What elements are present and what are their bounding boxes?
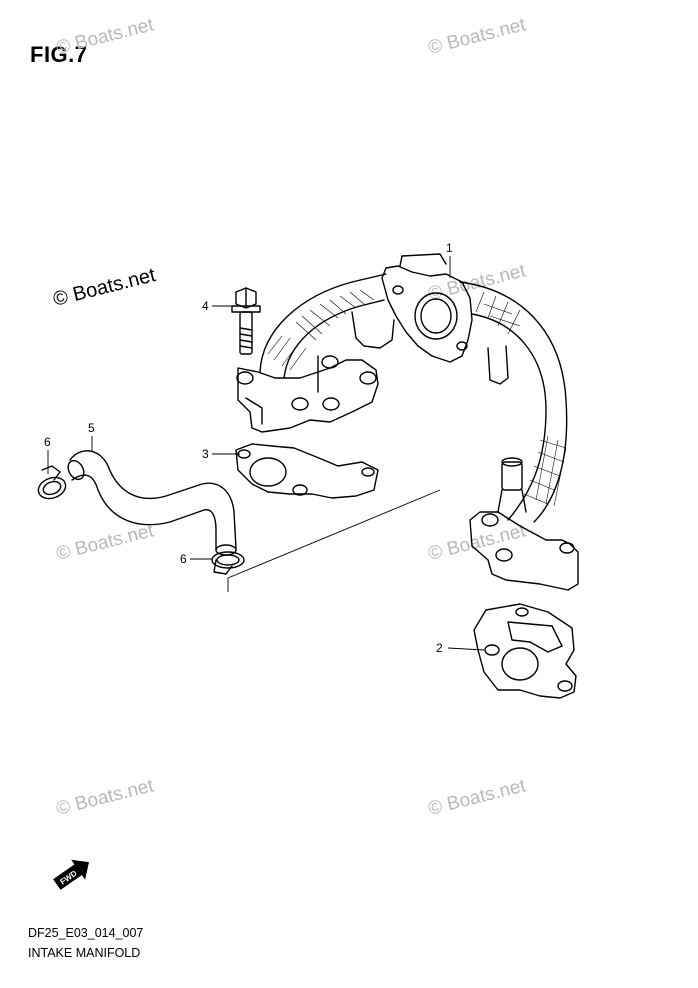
diagram-code: DF25_E03_014_007 <box>28 926 144 940</box>
watermark-center-right: © Boats.net <box>426 520 528 565</box>
callout-label: 1 <box>446 241 453 255</box>
assembly-bracket <box>227 489 441 592</box>
callout-leaders <box>47 256 485 651</box>
clamp-bottom-part <box>211 551 245 575</box>
fwd-arrow-icon: FWD <box>53 859 89 890</box>
callout-label: 6 <box>44 435 51 449</box>
bolt-part <box>231 287 261 355</box>
callout-label: 2 <box>436 641 443 655</box>
clamp-left-part <box>37 465 67 500</box>
manifold-texture <box>267 289 567 507</box>
gasket-upper-part <box>235 443 379 499</box>
watermark-top-left: © Boats.net <box>54 14 156 59</box>
gasket-lower-part <box>473 603 577 699</box>
watermark-main: © Boats.net <box>51 264 158 311</box>
watermark-mid-right: © Boats.net <box>426 260 528 305</box>
callout-label: 4 <box>202 299 209 313</box>
diagram-name: INTAKE MANIFOLD <box>28 946 141 960</box>
callout-label: 3 <box>202 447 209 461</box>
watermark-bottom-left: © Boats.net <box>54 775 156 820</box>
callout-labels: 1 2 3 4 5 6 6 <box>44 241 453 655</box>
intake-manifold-part <box>236 253 579 591</box>
callout-label: 6 <box>180 552 187 566</box>
watermark-top-right: © Boats.net <box>426 14 528 59</box>
watermark-center-left: © Boats.net <box>54 520 156 565</box>
watermark-group: © Boats.net © Boats.net © Boats.net © Bo… <box>51 14 529 820</box>
watermark-bottom-right: © Boats.net <box>426 775 528 820</box>
callout-label: 5 <box>88 421 95 435</box>
figure-title: FIG.7 <box>30 42 88 67</box>
